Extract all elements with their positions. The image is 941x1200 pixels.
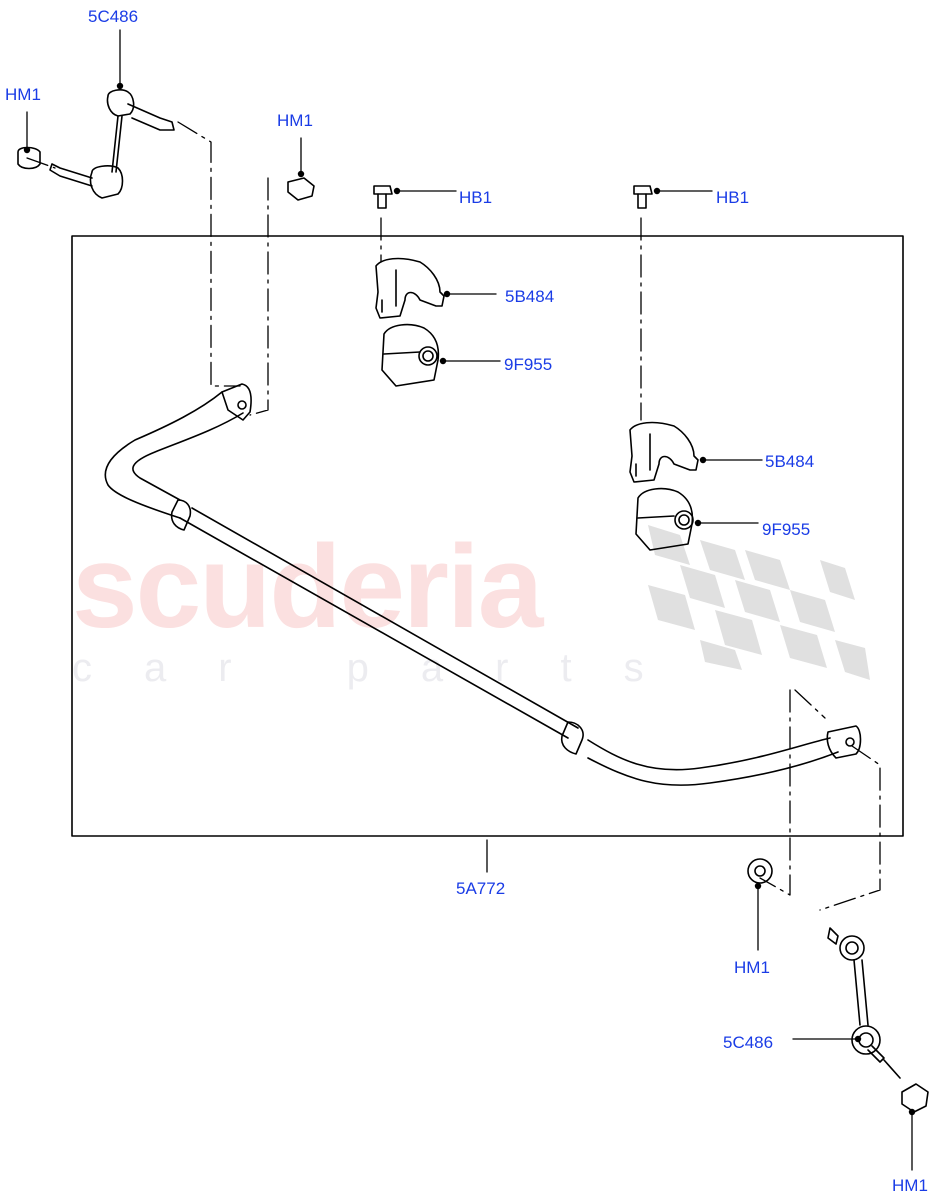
callout-5C486-upper[interactable]: 5C486: [88, 7, 139, 26]
assembly-boundary-box: [71, 235, 904, 837]
callout-5A772-bar[interactable]: 5A772: [456, 879, 506, 898]
clamp-left-icon: [375, 257, 445, 319]
callout-5C486-lower[interactable]: 5C486: [723, 1033, 774, 1052]
hex-nut-lower-icon: [901, 1083, 929, 1113]
callout-HM1-lower-nut[interactable]: HM1: [892, 1176, 928, 1195]
callout-HM1-left-link[interactable]: HM1: [5, 85, 41, 104]
hex-bolt-right-icon: [633, 185, 653, 209]
callout-5B484-left[interactable]: 5B484: [505, 287, 555, 306]
callout-HM1-washer[interactable]: HM1: [734, 958, 770, 977]
hex-nut-upper-icon: [287, 177, 315, 201]
callout-9F955-left[interactable]: 9F955: [504, 355, 553, 374]
hex-bolt-left-icon: [373, 185, 393, 209]
clamp-right-icon: [629, 421, 699, 483]
bushing-left-icon: [381, 323, 440, 387]
washer-lower-icon: [747, 858, 773, 884]
callout-HM1-upper-nut[interactable]: HM1: [277, 111, 313, 130]
bushing-right-icon: [635, 487, 694, 551]
callout-9F955-right[interactable]: 9F955: [762, 520, 811, 539]
watermark-car-parts: car parts: [72, 646, 696, 690]
callout-HB1-right[interactable]: HB1: [716, 188, 750, 207]
checkered-flag-watermark-icon: [648, 525, 870, 680]
stabilizer-link-upper-icon: [17, 89, 175, 199]
callout-5B484-right[interactable]: 5B484: [765, 452, 815, 471]
stabilizer-bar: [104, 383, 862, 786]
stabilizer-link-lower-icon: [827, 927, 901, 1079]
callout-HB1-left[interactable]: HB1: [459, 188, 493, 207]
watermark-scuderia: scuderia: [72, 521, 543, 653]
